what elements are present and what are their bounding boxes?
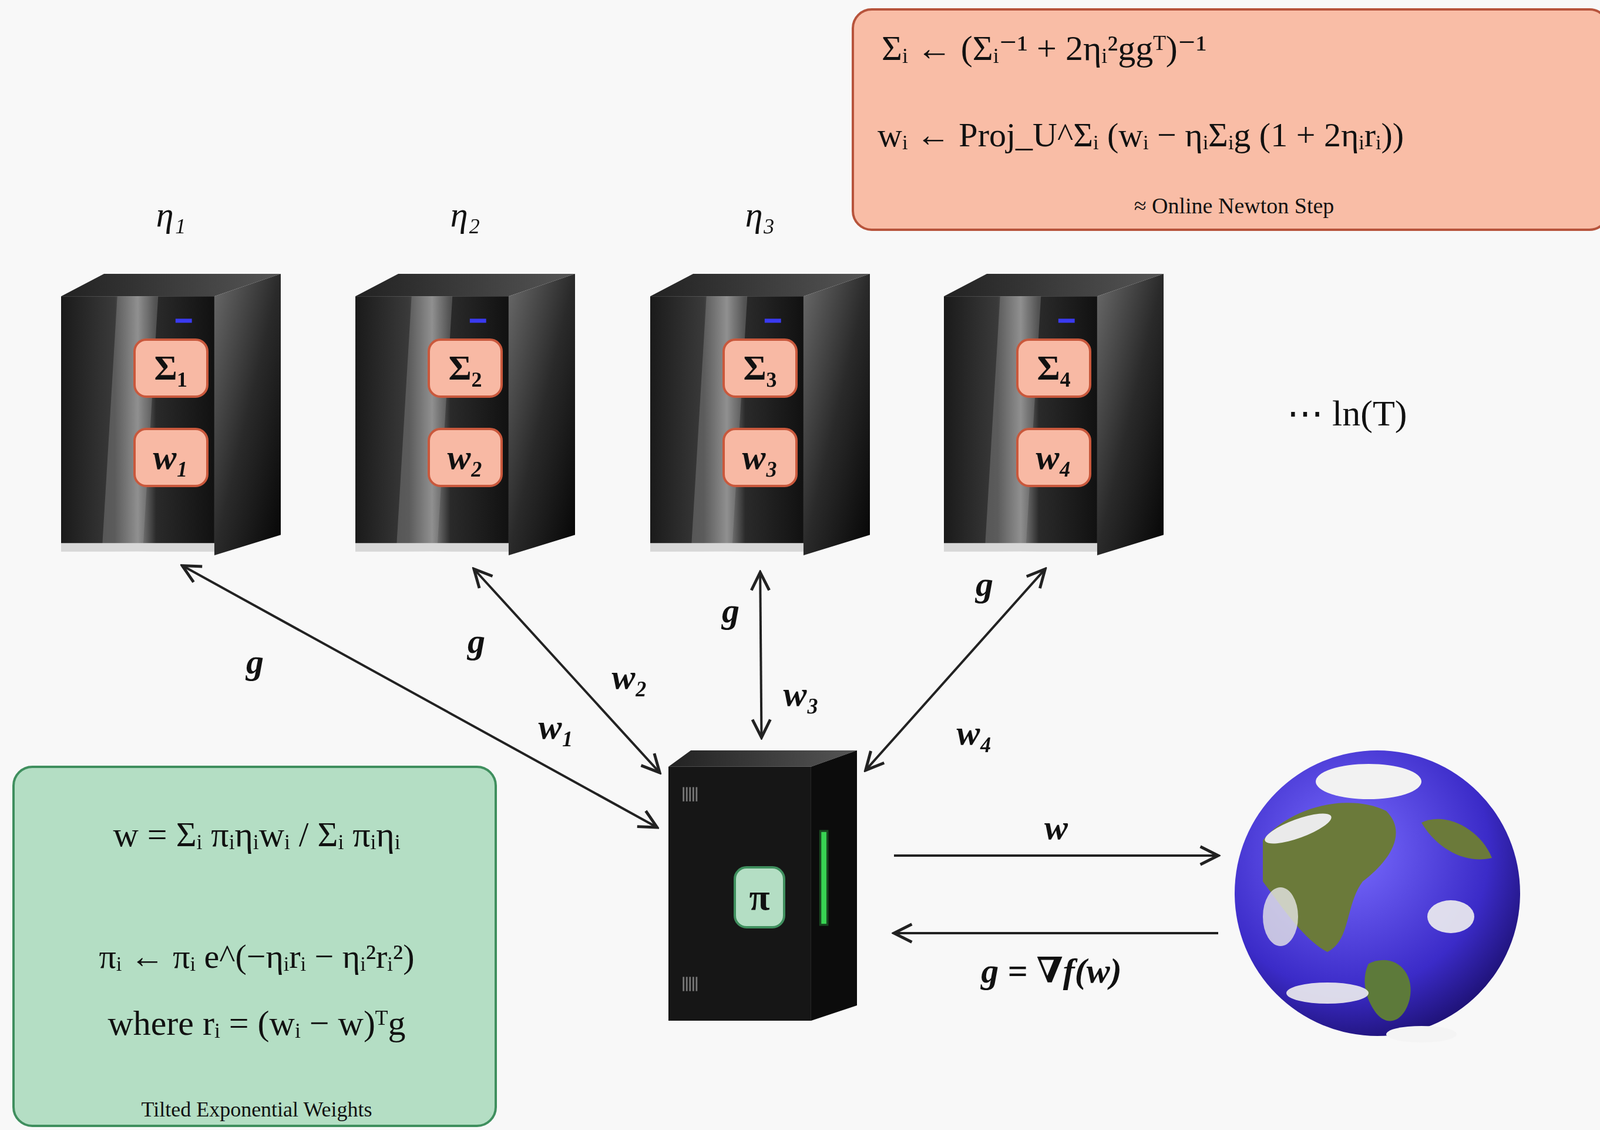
- signal-label: w: [1040, 807, 1072, 847]
- covariance-badge: Σ₃: [722, 338, 798, 398]
- node-text: w₁: [148, 437, 194, 478]
- server-sheen: [102, 296, 159, 551]
- node-text: η₂: [450, 194, 481, 235]
- server-art: [355, 273, 576, 560]
- node-text: πᵢ ← πᵢ e^(−ηᵢrᵢ − ηᵢ²rᵢ²): [98, 936, 415, 977]
- signal-label: w₃: [780, 674, 823, 714]
- edge-label: g: [464, 621, 489, 661]
- node-text: w₃: [737, 437, 783, 478]
- vent: [682, 786, 685, 801]
- globe: [1234, 750, 1521, 1042]
- edge-label: g: [718, 590, 744, 630]
- server-sheen: [691, 296, 748, 551]
- server: η₁Σ₁w₁: [61, 273, 281, 560]
- server-art: [61, 273, 281, 560]
- weight-badge: w₁: [133, 427, 209, 487]
- server-front: [668, 766, 812, 1021]
- node-text: η₃: [745, 194, 776, 235]
- server-base: [650, 542, 804, 551]
- output-arrow: [893, 854, 1219, 857]
- signal-label: w₁: [535, 707, 578, 746]
- covariance-badge: Σ₄: [1016, 338, 1092, 398]
- vent: [682, 976, 685, 991]
- server-art: [943, 273, 1164, 560]
- vent: [692, 786, 695, 801]
- server-base: [61, 542, 215, 551]
- weight-badge: w₃: [722, 427, 798, 487]
- edge-label: g: [972, 564, 997, 604]
- formula-box: Σᵢ ← (Σᵢ⁻¹ + 2ηᵢ²ggᵀ)⁻¹ wᵢ ← Proj_U^Σᵢ (w…: [851, 8, 1600, 231]
- server-side: [1097, 273, 1164, 556]
- server-side: [803, 273, 870, 556]
- node-text: Σ₄: [1031, 347, 1077, 389]
- server-sheen: [396, 296, 453, 551]
- server-front: [650, 296, 804, 551]
- node-text: η₁: [156, 194, 187, 235]
- vent: [688, 786, 691, 801]
- feedback-arrow: [893, 931, 1219, 934]
- server-led: [1058, 318, 1075, 323]
- signal-label: w₄: [953, 713, 997, 752]
- server-side: [508, 273, 576, 556]
- vent: [692, 976, 695, 991]
- covariance-badge: Σ₁: [133, 338, 209, 398]
- node-text: Σ₃: [737, 347, 783, 389]
- exchange-arrow: [865, 568, 1046, 770]
- server-front: [355, 296, 509, 551]
- server-front: [61, 296, 215, 551]
- node-text: w₂: [442, 437, 488, 478]
- edge-label: g: [242, 641, 268, 681]
- pi-badge: π: [733, 865, 785, 929]
- server-led: [175, 318, 193, 323]
- weight-badge: w₂: [427, 427, 503, 487]
- node-text: Tilted Exponential Weights: [140, 1097, 372, 1122]
- exchange-arrow: [474, 568, 660, 773]
- exchange-arrow: [760, 572, 762, 738]
- node-text: Σ₁: [148, 347, 194, 389]
- server-led: [469, 318, 487, 323]
- vent: [686, 786, 688, 801]
- server-base: [355, 542, 509, 551]
- signal-label: g = ∇f(w): [977, 950, 1125, 990]
- covariance-badge: Σ₂: [427, 338, 503, 398]
- node-text: Σ₂: [442, 347, 488, 389]
- central-server: π: [668, 750, 857, 1021]
- vent: [696, 976, 698, 991]
- server: Σ₄ w₄: [943, 273, 1164, 560]
- signal-label: w₂: [608, 657, 652, 697]
- server-side: [811, 750, 857, 1021]
- node-text: where rᵢ = (wᵢ − w)ᵀg: [107, 1002, 406, 1044]
- node-text: Σᵢ ← (Σᵢ⁻¹ + 2ηᵢ²ggᵀ)⁻¹: [881, 28, 1208, 69]
- server: η₃Σ₃w₃: [650, 273, 870, 560]
- node-text: π: [748, 875, 770, 919]
- server-front: [943, 296, 1098, 551]
- server-sheen: [985, 296, 1042, 551]
- node-text: ≈ Online Newton Step: [1134, 193, 1335, 220]
- server-glow: [819, 829, 829, 926]
- server: η₂Σ₂w₂: [355, 273, 576, 560]
- vent: [688, 976, 691, 991]
- node-text: w₄: [1031, 437, 1077, 478]
- server-led: [764, 318, 782, 323]
- continuation-note: ⋯ ln(T): [1283, 392, 1411, 433]
- weight-badge: w₄: [1016, 427, 1092, 487]
- formula-box: w = Σᵢ πᵢηᵢwᵢ / Σᵢ πᵢηᵢ πᵢ ← πᵢ e^(−ηᵢrᵢ …: [12, 765, 497, 1127]
- node-text: wᵢ ← Proj_U^Σᵢ (wᵢ − ηᵢΣᵢg (1 + 2ηᵢrᵢ)): [877, 115, 1404, 156]
- server-base: [943, 542, 1098, 551]
- server-side: [214, 273, 281, 556]
- server-art: [650, 273, 870, 560]
- vent: [686, 976, 688, 991]
- vent: [696, 786, 698, 801]
- node-text: w = Σᵢ πᵢηᵢwᵢ / Σᵢ πᵢηᵢ: [112, 814, 400, 855]
